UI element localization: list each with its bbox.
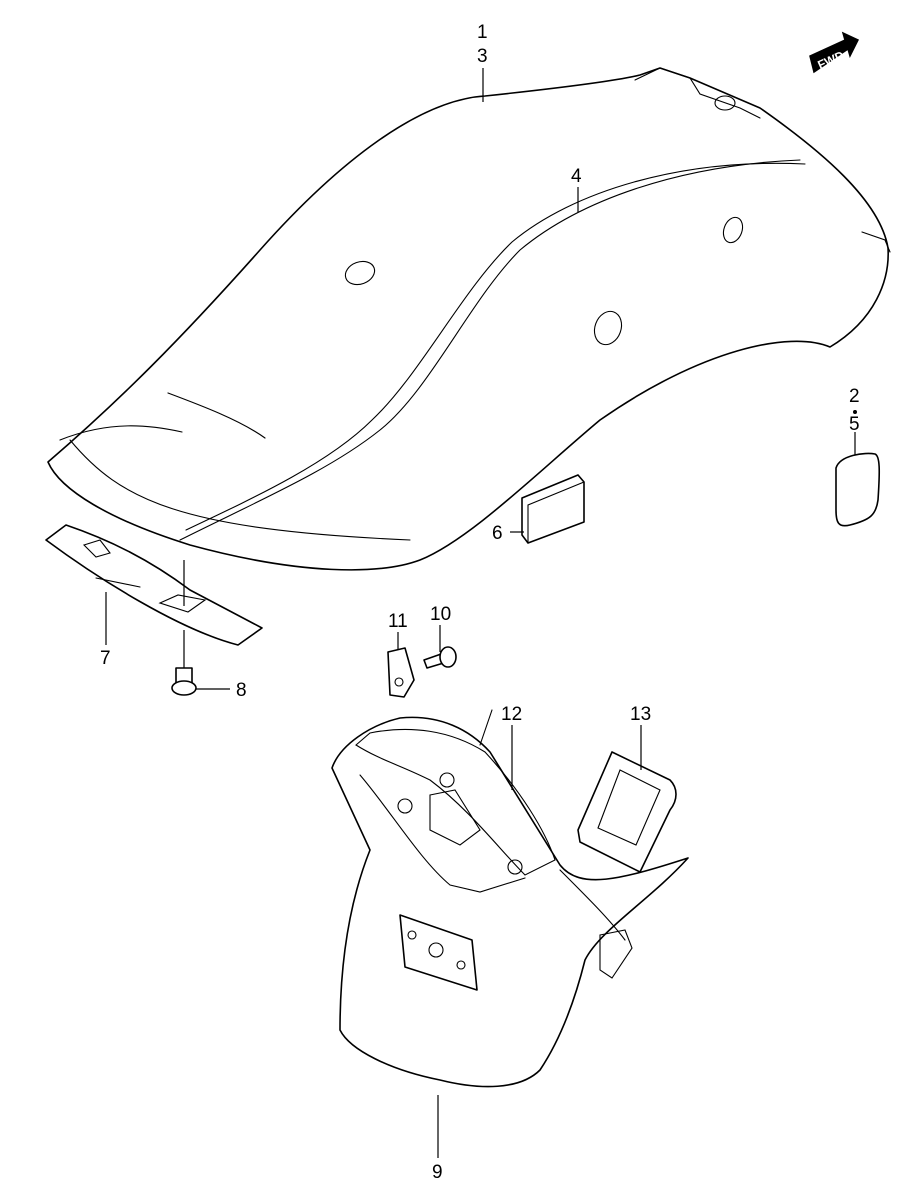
- callout-2: 2: [849, 386, 860, 407]
- bracket-9-side-socket: [599, 929, 633, 979]
- fender-lower-rim: [69, 439, 411, 541]
- rear-fender: [47, 67, 891, 571]
- seal-part-13: [577, 751, 677, 873]
- bracket-9-side-edge: [559, 869, 626, 941]
- seal-13-outer: [577, 751, 677, 873]
- screw-10-head: [439, 646, 457, 668]
- brace-slot-rear: [158, 594, 207, 613]
- callout-11: 11: [388, 611, 408, 632]
- seal-13-inner: [597, 769, 661, 846]
- callout-12: 12: [501, 704, 522, 725]
- plate-bolt-hole-right: [456, 960, 466, 970]
- fender-bracket-hole: [714, 95, 736, 111]
- bracket-9-inner-rim: [359, 774, 526, 893]
- callout-9: 9: [432, 1162, 443, 1180]
- fender-rear-bracket: [634, 67, 761, 119]
- clip-nut-11-hole: [394, 677, 404, 687]
- fender-mount-hole-right: [722, 216, 744, 244]
- callout-3: 3: [477, 46, 488, 67]
- brace-slot-front: [82, 539, 111, 558]
- fwd-direction-badge: FWD: [809, 31, 860, 74]
- callout-6: 6: [492, 523, 503, 544]
- plate-light-hole: [428, 942, 444, 958]
- bolt-8-head: [171, 680, 197, 696]
- bracket-9-stud: [479, 709, 493, 746]
- bracket-9-body: [331, 716, 689, 1088]
- bracket-9-plate-mount: [399, 914, 478, 991]
- reflector-part-6: [521, 474, 585, 544]
- clip-nut-part-11: [387, 647, 415, 698]
- callout-1: 1: [477, 22, 488, 43]
- fwd-arrow-icon: [809, 31, 860, 74]
- callout-8: 8: [236, 680, 247, 701]
- bracket-9-hole-b: [439, 772, 455, 788]
- fender-mount-hole-center: [593, 310, 623, 346]
- callout-4: 4: [571, 166, 582, 187]
- fender-mount-hole-left: [344, 260, 376, 286]
- callout-10: 10: [430, 604, 451, 625]
- callout-7: 7: [100, 648, 111, 669]
- bracket-9-upper-lip: [355, 728, 556, 876]
- reflector-6-face: [527, 481, 585, 544]
- fender-front-edge: [59, 425, 183, 441]
- leader-lines: [105, 68, 856, 1158]
- reflector-6-body: [521, 474, 585, 544]
- bolt-part-8: [171, 560, 197, 696]
- fender-stripe-upper: [179, 159, 801, 541]
- screw-part-10: [423, 646, 457, 669]
- callout-5: 5: [849, 414, 860, 435]
- fender-stripe-lower: [185, 162, 806, 531]
- fender-shell: [47, 67, 889, 571]
- fender-brace-plate: [45, 524, 263, 646]
- bracket-9-hole-a: [397, 798, 413, 814]
- callout-2-5-separator-dot: [853, 410, 857, 414]
- brace-rib: [95, 577, 141, 588]
- fender-top-crease: [167, 392, 266, 439]
- reflector-pad-part-2-5: [835, 452, 881, 527]
- fender-side-tab: [861, 231, 891, 253]
- clip-nut-11-body: [387, 647, 415, 698]
- reflector-pad-body: [835, 452, 881, 527]
- callout-13: 13: [630, 704, 651, 725]
- bracket-9-hole-c: [507, 859, 523, 875]
- plate-bolt-hole-left: [407, 930, 417, 940]
- callout-labels: 1 3 4 2 5 6 7 8 9 10 11 12 13: [100, 22, 860, 1180]
- bracket-9-window: [429, 789, 481, 846]
- license-bracket-part-9: [331, 709, 689, 1088]
